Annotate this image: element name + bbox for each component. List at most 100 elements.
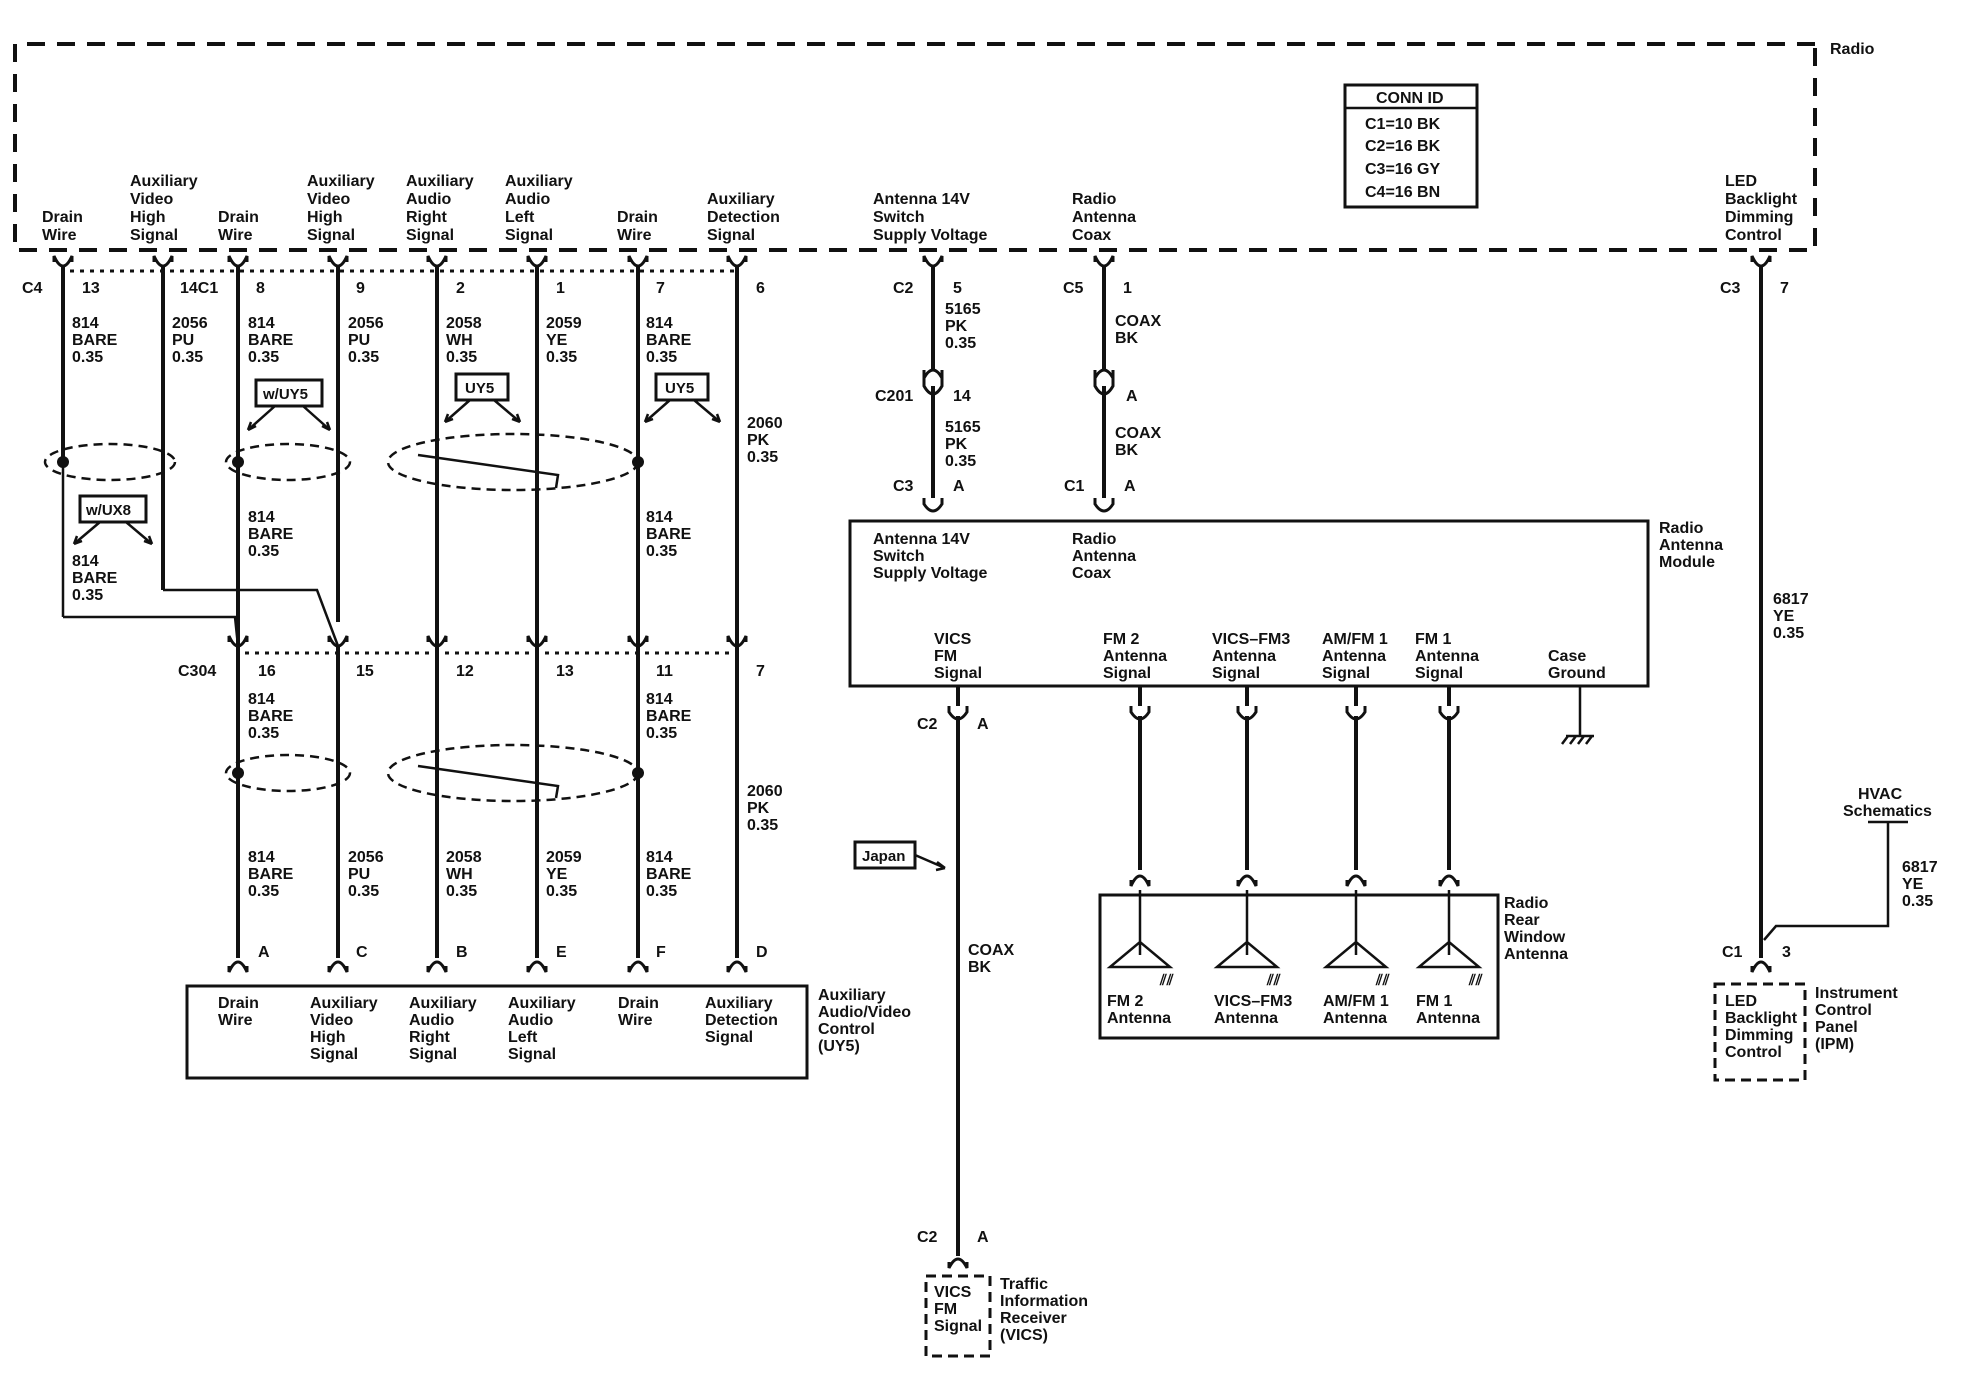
connector-pin-icon [1236,874,1258,887]
rf-symbol-icon: ⫽⫽ [1266,972,1281,989]
pin-label: 13 [556,663,574,680]
pin-label: 6 [756,280,765,297]
connector-pin-icon [1750,255,1772,268]
connector-pin-icon [947,1257,969,1269]
option-uy5-label: UY5 [465,380,494,397]
connector-c2-label: C2 [893,280,914,297]
connector-c304-label: C304 [178,663,216,680]
pin-label: 12 [456,663,474,680]
pin-label: 1 [556,280,565,297]
option-japan-label: Japan [862,848,905,865]
conn-id-header: CONN ID [1376,90,1444,107]
connector-c5-label: C5 [1063,280,1084,297]
option-wuy5-box [254,378,324,408]
pin-label: F [656,944,666,961]
shield-oval [224,753,352,793]
connector-pin-icon [526,255,548,268]
option-wux8-label: w/UX8 [85,502,131,519]
shield-oval [386,432,640,492]
connector-pin-icon [227,960,249,973]
connector-pin-icon [1438,874,1460,887]
pin-label: 14 [953,388,971,405]
connector-pin-icon [1129,874,1151,887]
rf-symbol-icon: ⫽⫽ [1375,972,1390,989]
rf-symbol-icon: ⫽⫽ [1159,972,1174,989]
option-arrow-icon [246,405,332,432]
connector-pin-icon [627,255,649,268]
antenna-icon [1106,890,1174,969]
aux-av-control-box [185,984,809,1080]
vics-receiver-box [924,1274,992,1358]
connector-pin-icon [526,960,548,973]
pin-label: 9 [356,280,365,297]
connector-c2-label: C2 [917,1229,938,1246]
connector-pin-icon [627,635,649,648]
conn-id-table [1343,83,1479,209]
connector-pin-icon [327,960,349,973]
pin-label: 16 [258,663,276,680]
connector-c2-label: C2 [917,716,938,733]
conn-id-row: C1=10 BK [1365,116,1441,133]
pin-label: 7 [756,663,765,680]
splice-dot [232,767,244,779]
option-arrow-icon [643,399,722,424]
option-arrow-icon [914,853,946,872]
connector-pin-icon [327,255,349,268]
pin-label: 3 [1782,944,1791,961]
connector-c1-label: C1 [1722,944,1743,961]
connector-pin-icon [526,635,548,648]
pin-label: 7 [1780,280,1789,297]
conn-id-row: C2=16 BK [1365,138,1441,155]
connector-pin-icon [922,368,944,384]
ipc-box [1713,982,1807,1082]
antenna-icon [1213,890,1281,969]
pin-label: A [977,716,989,733]
connector-c3-label: C3 [893,478,914,495]
connector-pin-icon [726,960,748,973]
connector-pin-icon [52,255,74,268]
connector-pin-icon [227,635,249,648]
pin-label: 8 [256,280,265,297]
connector-pin-icon [1093,368,1115,384]
connector-pin-icon [1093,378,1115,396]
option-wuy5-label: w/UY5 [262,386,308,403]
connector-c1-pin-label: 14C1 [180,280,218,297]
